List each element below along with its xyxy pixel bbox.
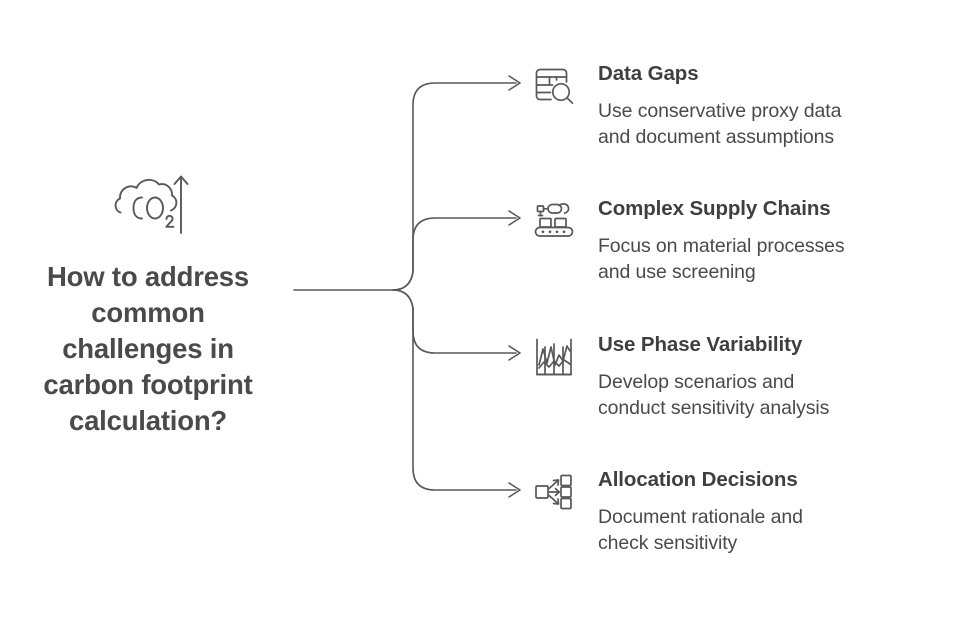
branch-icon-wrap (532, 62, 584, 108)
branch-description: Document rationale and check sensitivity (598, 505, 803, 554)
table-search-icon (535, 68, 574, 105)
root-title: How to address common challenges in carb… (43, 261, 253, 437)
branch-text: Data Gaps Use conservative proxy data an… (584, 62, 841, 150)
branch-heading: Complex Supply Chains (598, 197, 831, 220)
branch-icon-wrap (532, 333, 584, 379)
volatile-line-chart-icon (536, 338, 572, 376)
branch-item-complex-supply-chains[interactable]: Complex Supply Chains Focus on material … (532, 197, 845, 285)
branch-line-4 (392, 289, 517, 491)
branch-item-data-gaps[interactable]: Data Gaps Use conservative proxy data an… (532, 62, 841, 150)
branch-description: Develop scenarios and conduct sensitivit… (598, 370, 830, 419)
branch-line-3 (392, 289, 517, 354)
branch-line-2 (392, 217, 517, 291)
branch-item-allocation-decisions[interactable]: Allocation Decisions Document rationale … (532, 468, 803, 556)
branch-icon-wrap (532, 197, 584, 243)
branch-icon-wrap (532, 468, 584, 514)
branch-description: Focus on material processes and use scre… (598, 234, 845, 283)
branch-description: Use conservative proxy data and document… (598, 99, 842, 148)
branch-text: Complex Supply Chains Focus on material … (584, 197, 845, 285)
branch-heading: Data Gaps (598, 62, 699, 85)
branch-heading: Allocation Decisions (598, 468, 798, 491)
branch-line-1 (392, 82, 517, 291)
branch-text: Allocation Decisions Document rationale … (584, 468, 803, 556)
arrowhead-4 (508, 482, 521, 498)
co2-cloud-rising-icon (114, 175, 189, 234)
branch-text: Use Phase Variability Develop scenarios … (584, 333, 829, 421)
arrowhead-3 (508, 345, 521, 361)
branch-heading: Use Phase Variability (598, 333, 803, 356)
root-node: How to address common challenges in carb… (8, 155, 288, 439)
arrowhead-1 (508, 75, 521, 91)
branch-item-use-phase-variability[interactable]: Use Phase Variability Develop scenarios … (532, 333, 829, 421)
conveyor-robot-arm-icon (534, 203, 574, 237)
allocation-split-arrows-icon (535, 474, 572, 510)
arrowhead-2 (508, 210, 521, 226)
